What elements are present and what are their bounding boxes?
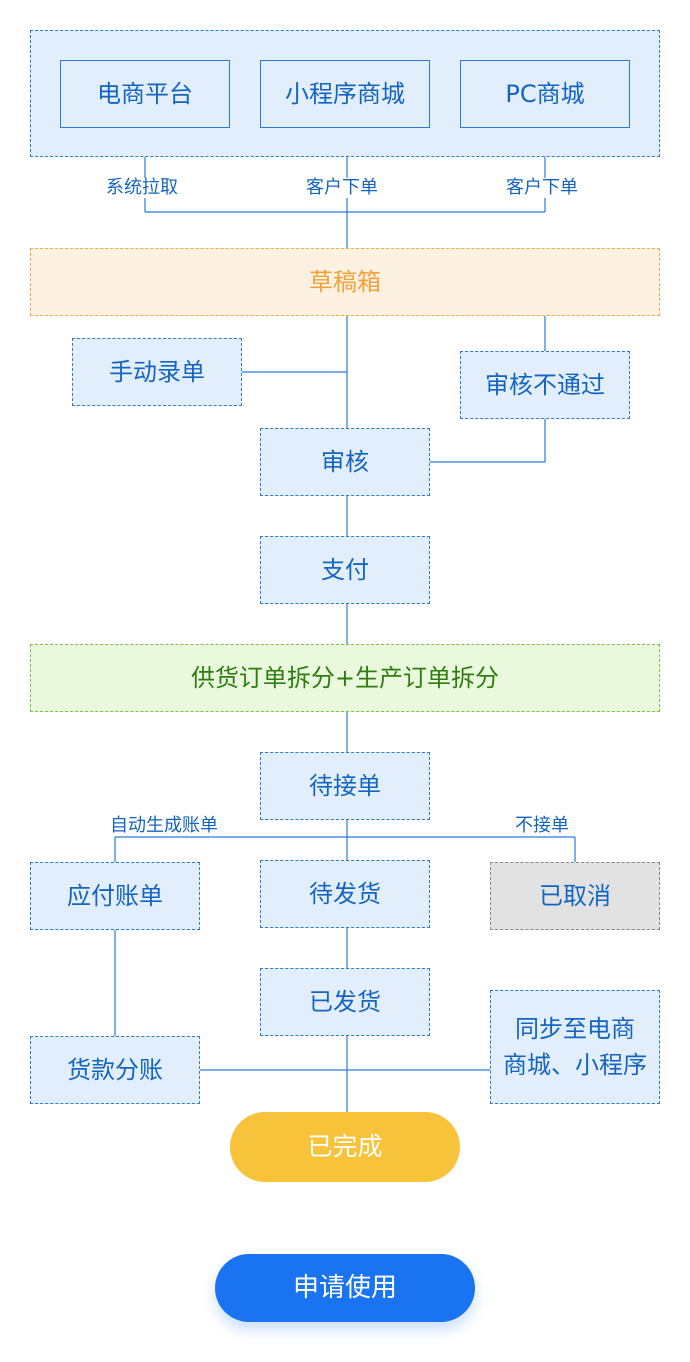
node-draft-box: 草稿箱 bbox=[30, 248, 660, 316]
node-shipped: 已发货 bbox=[260, 968, 430, 1036]
node-manual-entry: 手动录单 bbox=[72, 338, 242, 406]
source-mini-program-mall: 小程序商城 bbox=[260, 60, 430, 128]
apply-button[interactable]: 申请使用 bbox=[215, 1254, 475, 1322]
node-cancelled: 已取消 bbox=[490, 862, 660, 930]
node-sync-to-channels: 同步至电商 商城、小程序 bbox=[490, 990, 660, 1104]
node-order-split: 供货订单拆分+生产订单拆分 bbox=[30, 644, 660, 712]
node-completed: 已完成 bbox=[230, 1112, 460, 1182]
node-payment: 支付 bbox=[260, 536, 430, 604]
node-settlement: 货款分账 bbox=[30, 1036, 200, 1104]
source-pc-mall: PC商城 bbox=[460, 60, 630, 128]
node-payable-bill: 应付账单 bbox=[30, 862, 200, 930]
edge-label-not-accept: 不接单 bbox=[515, 815, 569, 836]
node-review: 审核 bbox=[260, 428, 430, 496]
edge-label-system-pull: 系统拉取 bbox=[106, 177, 178, 198]
node-review-failed: 审核不通过 bbox=[460, 351, 630, 419]
edge-label-customer-order: 客户下单 bbox=[506, 177, 578, 198]
node-pending-ship: 待发货 bbox=[260, 860, 430, 928]
source-ecommerce-platform: 电商平台 bbox=[60, 60, 230, 128]
edge-label-customer-order: 客户下单 bbox=[306, 177, 378, 198]
node-pending-accept: 待接单 bbox=[260, 752, 430, 820]
edge-label-auto-bill: 自动生成账单 bbox=[110, 815, 218, 836]
